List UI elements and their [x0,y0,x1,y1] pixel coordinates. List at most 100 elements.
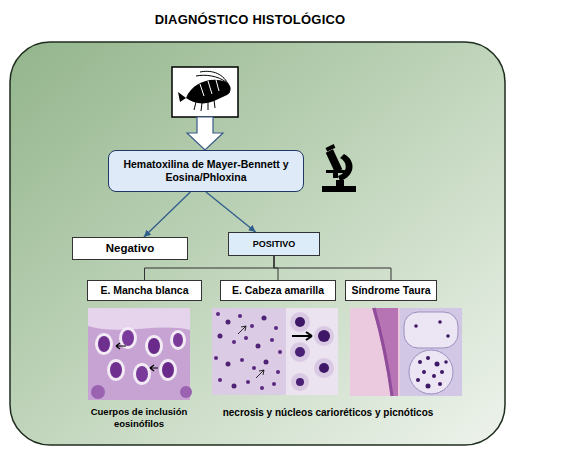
node-text: POSITIVO [253,239,296,250]
micrograph-yellow-head-part [214,356,218,360]
microscope-icon-part [326,170,346,173]
micrograph-taura-part [432,374,436,378]
hollow-arrow [187,117,223,150]
micrograph-yellow-head-part [295,317,305,327]
micrograph-yellow-head-part [238,314,242,318]
micrograph-taura-part [409,350,453,394]
micrograph-taura-part [400,308,462,396]
micrograph-taura-part [414,324,418,328]
branch-line [274,256,278,280]
micrograph-taura-part [444,360,448,364]
micrograph-white-spot-part [148,338,160,354]
caption-note: necrosis y núcleos carioréticos y picnót… [212,407,444,420]
branch-line [274,256,391,280]
micrograph-yellow-head-part [318,330,330,342]
micrograph-taura-part [438,382,442,386]
micrograph-taura-part [374,308,392,396]
microscope-icon [322,144,356,192]
node-text: Hematoxilina de Mayer-Bennett y Eosina/P… [113,158,299,183]
micrograph-yellow-head-part [226,320,231,325]
micrograph-yellow-head-part [262,316,267,321]
micrograph-yellow-head-part [314,326,334,346]
micrograph-white-spot-part [110,362,122,378]
micrograph-taura-part [446,334,450,338]
microscope-icon-part [326,144,336,151]
node-text: E. Mancha blanca [100,284,188,297]
micrograph-yellow-head-part [296,378,304,386]
micrograph-white-spot-part [180,386,192,398]
node-text: Síndrome Taura [351,284,430,297]
micrograph-white-spot-part [159,359,177,381]
result-box: Negativo [72,237,188,260]
micrograph-yellow-head-part [226,362,231,367]
micrograph-taura [350,308,462,396]
micrograph-yellow-head-part [314,358,334,378]
shrimp-icon-part [194,100,215,111]
micrograph-yellow-head-part [260,386,264,390]
shrimp-icon-part [186,80,231,104]
micrograph-white-spot-part [150,365,158,371]
microscope-icon-part [333,173,338,178]
micrograph-white-spot-part [116,343,126,349]
micrograph-yellow-head-part [272,382,276,386]
micrograph-yellow-head [212,308,338,395]
shrimp-icon [172,67,238,117]
caption-note: Cuerpos de inclusión eosinófilos [80,406,198,430]
shrimp-icon-part [172,67,238,117]
micrograph-yellow-head-part [291,373,309,391]
flow-arrow [206,192,256,232]
micrograph-yellow-head-part [232,384,237,389]
micrograph-white-spot-part [133,363,151,385]
micrograph-taura-part [426,384,431,389]
micrograph-yellow-head-part [270,338,274,342]
micrograph-yellow-head-part [216,312,220,316]
micrograph-white-spot-part [145,335,163,357]
micrograph-yellow-head-part [290,342,310,362]
micrograph-yellow-head-part [218,378,222,382]
micrograph-yellow-head-part [256,370,264,378]
stain-box: Hematoxilina de Mayer-Bennett y Eosina/P… [108,150,304,192]
micrograph-taura-part [422,370,426,374]
micrograph-yellow-head-part [286,308,338,395]
micrograph-yellow-head-part [276,370,280,374]
microscope-icon-part [336,180,344,187]
micrograph-taura-part [418,360,422,364]
micrograph-yellow-head-part [278,350,282,354]
micrograph-white-spot-part [107,359,125,381]
micrograph-white-spot-part [88,308,190,330]
micrograph-yellow-head-part [319,363,329,373]
flow-arrow [144,192,190,237]
micrograph-yellow-head-part [290,312,310,332]
microscope-icon-part [326,149,343,172]
micrograph-white-spot-part [173,333,183,347]
micrograph-yellow-head-part [256,344,261,349]
micrograph-yellow-head-part [238,326,246,334]
micrograph-yellow-head-part [218,334,223,339]
micrograph-yellow-head-part [274,326,278,330]
micrograph-yellow-head-part [250,324,254,328]
micrograph-taura-part [438,320,442,324]
diagram-title: DIAGNÓSTICO HISTOLÓGICO [0,12,500,27]
micrograph-white-spot-part [88,308,190,400]
micrograph-yellow-head-part [212,308,286,395]
micrograph-white-spot-part [91,385,105,399]
micrograph-white-spot-part [170,330,186,350]
disease-box: E. Mancha blanca [87,280,202,301]
micrograph-yellow-head-part [295,347,305,357]
micrograph-yellow-head-part [232,340,236,344]
micrograph-taura-part [416,378,420,382]
shrimp-icon-part [178,92,186,102]
node-text: E. Cabeza amarilla [232,284,324,297]
micrograph-taura-part [404,312,458,348]
disease-box: E. Cabeza amarilla [220,280,336,301]
micrograph-white-spot [88,308,192,400]
micrograph-taura-part [350,308,400,396]
micrograph-taura-part [440,370,444,374]
micrograph-taura-part [435,362,440,367]
node-text: Negativo [106,242,155,256]
micrograph-yellow-head-part [252,366,256,370]
micrograph-white-spot-part [95,333,113,355]
micrograph-white-spot-part [136,366,148,382]
